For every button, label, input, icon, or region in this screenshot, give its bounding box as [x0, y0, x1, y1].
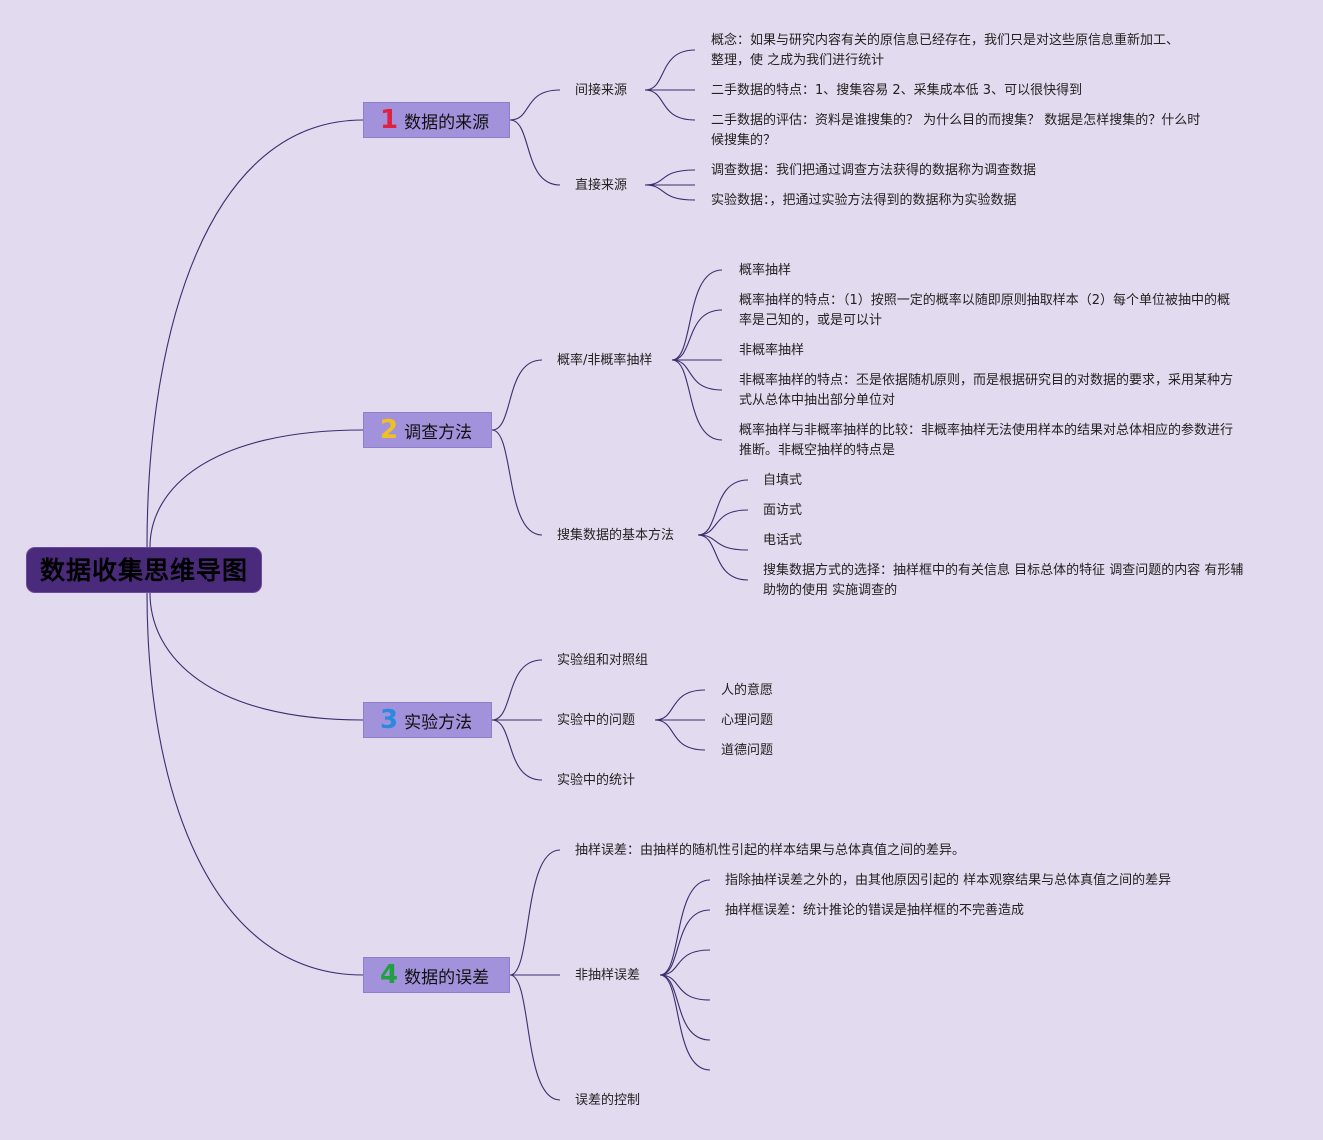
root-connector-line: [149, 429, 364, 548]
leaf-node[interactable]: 二手数据的评估：资料是谁搜集的？ 为什么目的而搜集？ 数据是怎样搜集的？什么时候…: [711, 113, 1201, 148]
leaf-node[interactable]: 抽样框误差：统计推论的错误是抽样框的不完善造成: [725, 903, 1025, 918]
leaf-node[interactable]: 概率抽样的特点：（1）按照一定的概率以随即原则抽取样本（2）每个单位被抽中的概率…: [739, 293, 1231, 328]
connector-line: [491, 659, 543, 721]
topic-experiment-statistics[interactable]: 实验中的统计: [557, 773, 636, 788]
branch-number-icon: 3: [380, 705, 399, 735]
leaf-node[interactable]: 概率抽样: [739, 263, 792, 278]
leaf-node[interactable]: 心理问题: [721, 713, 774, 728]
connector-line: [659, 974, 711, 1071]
connector-line: [509, 119, 561, 186]
connector-line: [671, 309, 723, 361]
connector-line: [509, 89, 561, 121]
connector-line: [491, 359, 543, 431]
connector-line: [659, 909, 711, 976]
root-connector-line: [149, 592, 364, 721]
topic-direct-source[interactable]: 直接来源: [575, 178, 628, 193]
connector-line: [697, 479, 749, 536]
connector-line: [697, 509, 749, 536]
connector-line: [671, 269, 723, 361]
leaf-node[interactable]: 电话式: [763, 533, 803, 548]
leaf-node[interactable]: 实验数据：，把通过实验方法得到的数据称为实验数据: [711, 193, 1017, 208]
root-connector-line: [146, 119, 364, 548]
branch-node-survey-method[interactable]: 2 调查方法: [363, 412, 492, 448]
topic-collection-methods[interactable]: 搜集数据的基本方法: [557, 528, 675, 543]
connector-line: [654, 719, 706, 751]
branch-number-icon: 1: [380, 105, 399, 135]
branch-node-data-error[interactable]: 4 数据的误差: [363, 957, 510, 993]
connector-line: [697, 534, 749, 581]
branch-label: 实验方法: [404, 712, 473, 733]
root-connector-line: [146, 592, 364, 976]
leaf-node[interactable]: 道德问题: [721, 743, 774, 758]
connector-line: [644, 89, 696, 121]
connector-line: [644, 169, 696, 186]
topic-experiment-issues[interactable]: 实验中的问题: [557, 713, 636, 728]
branch-label: 数据的来源: [404, 112, 490, 133]
connector-line: [659, 949, 711, 976]
connector-line: [671, 359, 723, 441]
branch-node-data-source[interactable]: 1 数据的来源: [363, 102, 510, 138]
connector-line: [509, 974, 561, 1101]
connector-line: [644, 184, 696, 201]
connector-line: [659, 974, 711, 1001]
connector-line: [491, 719, 543, 781]
topic-non-sampling-error[interactable]: 非抽样误差: [575, 968, 641, 983]
connector-line: [644, 49, 696, 91]
connector-line: [659, 879, 711, 976]
leaf-node[interactable]: 人的意愿: [721, 683, 774, 698]
leaf-node[interactable]: 非概率抽样的特点：丕是依据随机原则，而是根据研究目的对数据的要求，采用某种方式从…: [739, 373, 1234, 408]
branch-number-icon: 2: [380, 415, 399, 445]
leaf-node[interactable]: 二手数据的特点：1、搜集容易 2、采集成本低 3、可以很快得到: [711, 83, 1083, 98]
topic-error-control[interactable]: 误差的控制: [575, 1093, 641, 1108]
connector-line: [671, 359, 723, 391]
leaf-node[interactable]: 非概率抽样: [739, 343, 805, 358]
leaf-node[interactable]: 搜集数据方式的选择：抽样框中的有关信息 目标总体的特征 调查问题的内容 有形辅助…: [763, 563, 1244, 598]
leaf-node[interactable]: 指除抽样误差之外的，由其他原因引起的 样本观察结果与总体真值之间的差异: [725, 873, 1172, 888]
leaf-node[interactable]: 自填式: [763, 473, 803, 488]
leaf-node[interactable]: 调查数据：我们把通过调查方法获得的数据称为调查数据: [711, 163, 1037, 178]
leaf-node[interactable]: 概念：如果与研究内容有关的原信息已经存在，我们只是对这些原信息重新加工、整理，使…: [711, 33, 1180, 68]
connector-line: [659, 974, 711, 1041]
topic-sampling-error[interactable]: 抽样误差：由抽样的随机性引起的样本结果与总体真值之间的差异。: [575, 843, 966, 858]
connector-line: [697, 534, 749, 551]
root-node[interactable]: 数据收集思维导图: [26, 547, 262, 593]
topic-indirect-source[interactable]: 间接来源: [575, 83, 628, 98]
connector-line: [654, 689, 706, 721]
leaf-node[interactable]: 概率抽样与非概率抽样的比较：非概率抽样无法使用样本的结果对总体相应的参数进行推断…: [739, 423, 1234, 458]
branch-node-experiment-method[interactable]: 3 实验方法: [363, 702, 492, 738]
connector-line: [509, 849, 561, 976]
topic-probability-sampling[interactable]: 概率/非概率抽样: [557, 353, 653, 368]
branch-label: 数据的误差: [404, 967, 490, 988]
branch-label: 调查方法: [404, 422, 473, 443]
leaf-node[interactable]: 面访式: [763, 503, 803, 518]
branch-number-icon: 4: [380, 960, 399, 990]
topic-experiment-groups[interactable]: 实验组和对照组: [557, 653, 649, 668]
connector-line: [491, 429, 543, 536]
